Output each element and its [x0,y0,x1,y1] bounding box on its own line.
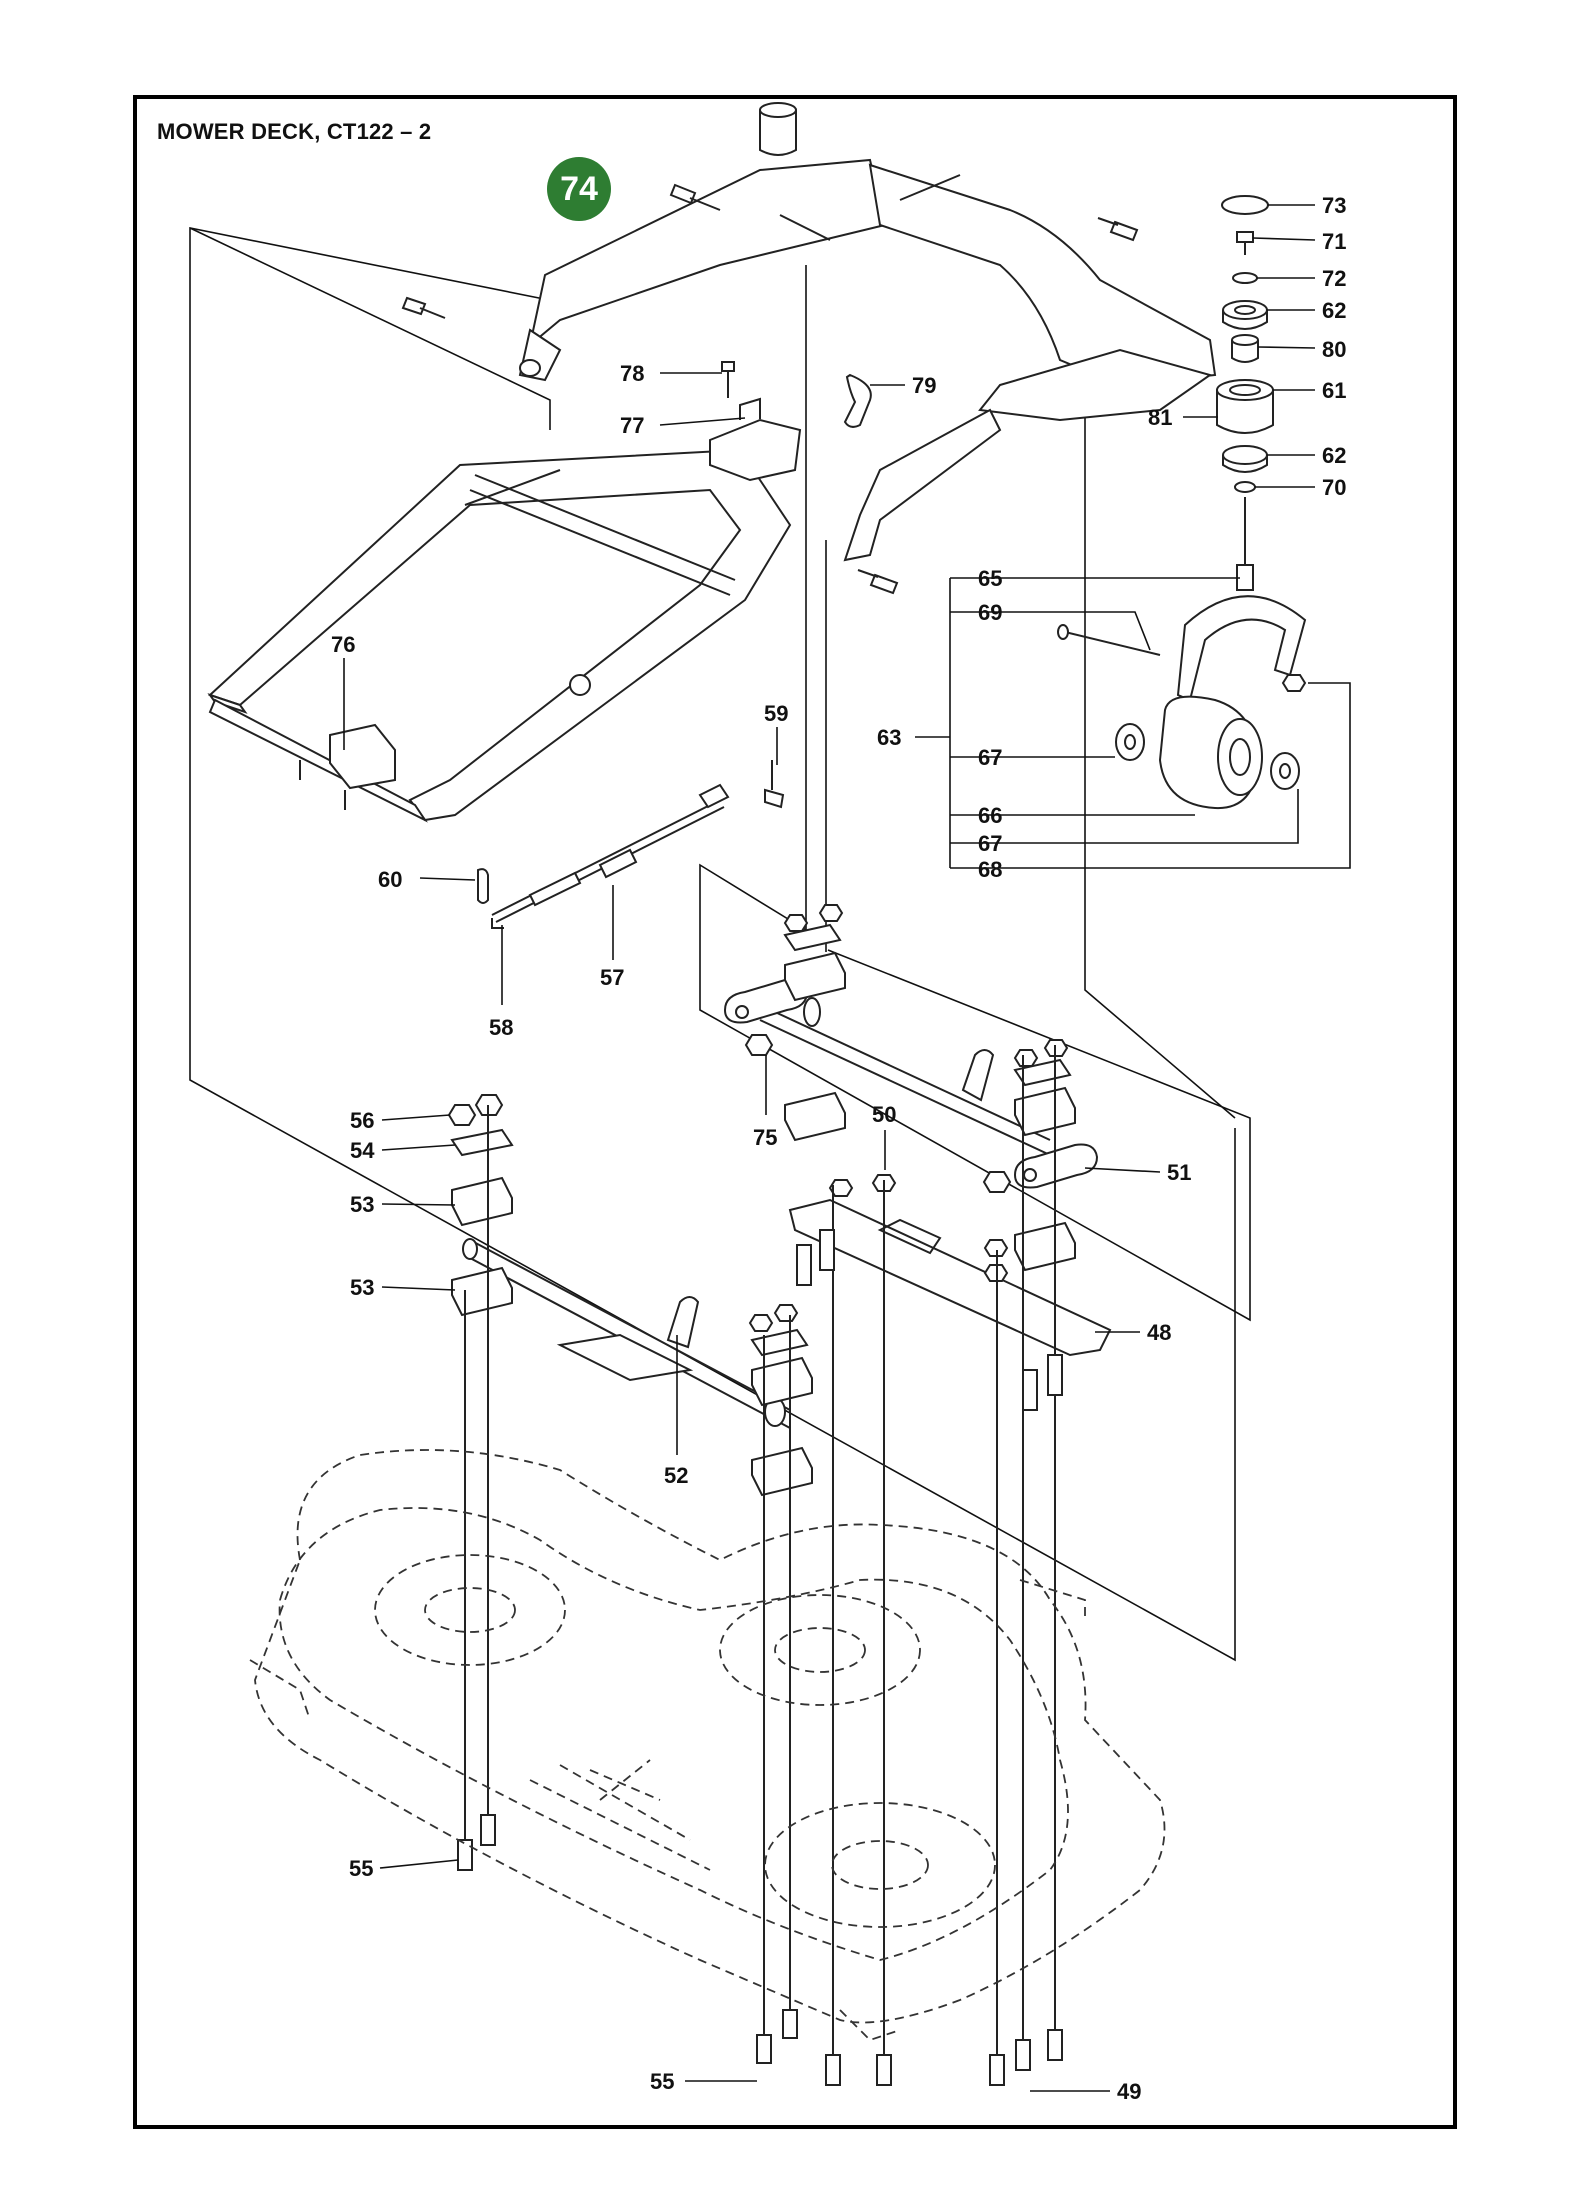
label-56: 56 [350,1108,374,1133]
clamp-stack-front-right [748,1304,813,1497]
washer-70 [1234,481,1256,493]
rod-end-58 [491,918,504,929]
label-81: 81 [1148,405,1172,430]
bolt-heads [457,1229,1063,2086]
wheel-housing-61 [1216,379,1274,434]
bearing-62-upper [1222,300,1268,330]
label-80: 80 [1322,337,1346,362]
bolt-frame-left [401,296,446,319]
clamp-stack-rear-right [1013,1039,1076,1272]
nut-56 [447,1094,504,1126]
hanger-bar-48 [788,1174,1112,1357]
label-67-upper: 67 [978,745,1002,770]
label-55-left: 55 [349,1856,373,1881]
bolt-frame-right [1097,217,1139,242]
label-49: 49 [1117,2079,1141,2104]
cap-73 [1221,195,1269,215]
bracket-77 [709,397,802,482]
label-55-bottom: 55 [650,2069,674,2094]
callout-badge: 74 [547,157,611,221]
bolt-frame-lower [857,569,899,595]
washer-67-left [1115,723,1145,761]
label-72: 72 [1322,266,1346,291]
label-48: 48 [1147,1320,1171,1345]
clamp-53-upper [451,1176,513,1227]
deck-lift-frame [207,448,792,823]
label-57: 57 [600,965,624,990]
spring-pin-60 [477,868,489,904]
front-axle-52 [462,1238,791,1429]
clamp-53-lower [451,1266,513,1317]
lift-arm-frame [518,102,1217,562]
label-79: 79 [912,373,936,398]
label-77: 77 [620,413,644,438]
label-63: 63 [877,725,901,750]
label-61: 61 [1322,378,1346,403]
label-59: 59 [764,701,788,726]
label-76: 76 [331,632,355,657]
label-58: 58 [489,1015,513,1040]
pin-59 [764,760,785,809]
rear-axle [759,997,1051,1156]
bearing-62-lower [1222,445,1268,473]
diagram-frame [133,95,1457,2129]
clip-79 [843,373,872,428]
plate-54 [450,1128,514,1157]
label-73: 73 [1322,193,1346,218]
washer-67-right [1270,752,1300,790]
bolt-71 [1236,231,1254,255]
bolt-74 [669,183,721,211]
label-75: 75 [753,1125,777,1150]
washer-72 [1232,272,1258,284]
leader-lines [343,204,1351,2092]
nut-75 [744,1034,774,1056]
link-rod-57 [491,783,730,923]
nut-68 [1281,674,1307,692]
nut-51 [982,1171,1012,1193]
label-53-upper: 53 [350,1192,374,1217]
label-66: 66 [978,803,1002,828]
label-69: 69 [978,600,1002,625]
diagram-title: MOWER DECK, CT122 – 2 [157,119,432,144]
label-67-lower: 67 [978,831,1002,856]
label-62-lower: 62 [1322,443,1346,468]
label-70: 70 [1322,475,1346,500]
mower-deck [249,1449,1166,2042]
screw-78 [721,361,735,398]
fork-65 [1176,564,1307,702]
wheel-66 [1158,695,1263,810]
label-54: 54 [350,1138,375,1163]
guide-plane-right [1084,270,1236,1119]
label-65: 65 [978,566,1002,591]
label-78: 78 [620,361,644,386]
label-50: 50 [872,1102,896,1127]
label-68: 68 [978,857,1002,882]
axle-bolt-69 [1057,624,1161,656]
label-51: 51 [1167,1160,1191,1185]
clamp-stack-rear-center [783,904,846,1142]
label-53-lower: 53 [350,1275,374,1300]
label-62-upper: 62 [1322,298,1346,323]
guide-plane-left [189,227,1236,1662]
guide-plane-frame [189,227,551,430]
long-bolt-lines [464,1045,1056,2075]
spacer-80 [1231,334,1259,363]
label-52: 52 [664,1463,688,1488]
part-labels: 73 71 72 62 80 61 81 62 70 65 69 63 67 6… [331,193,1346,2104]
label-60: 60 [378,867,402,892]
label-71: 71 [1322,229,1346,254]
